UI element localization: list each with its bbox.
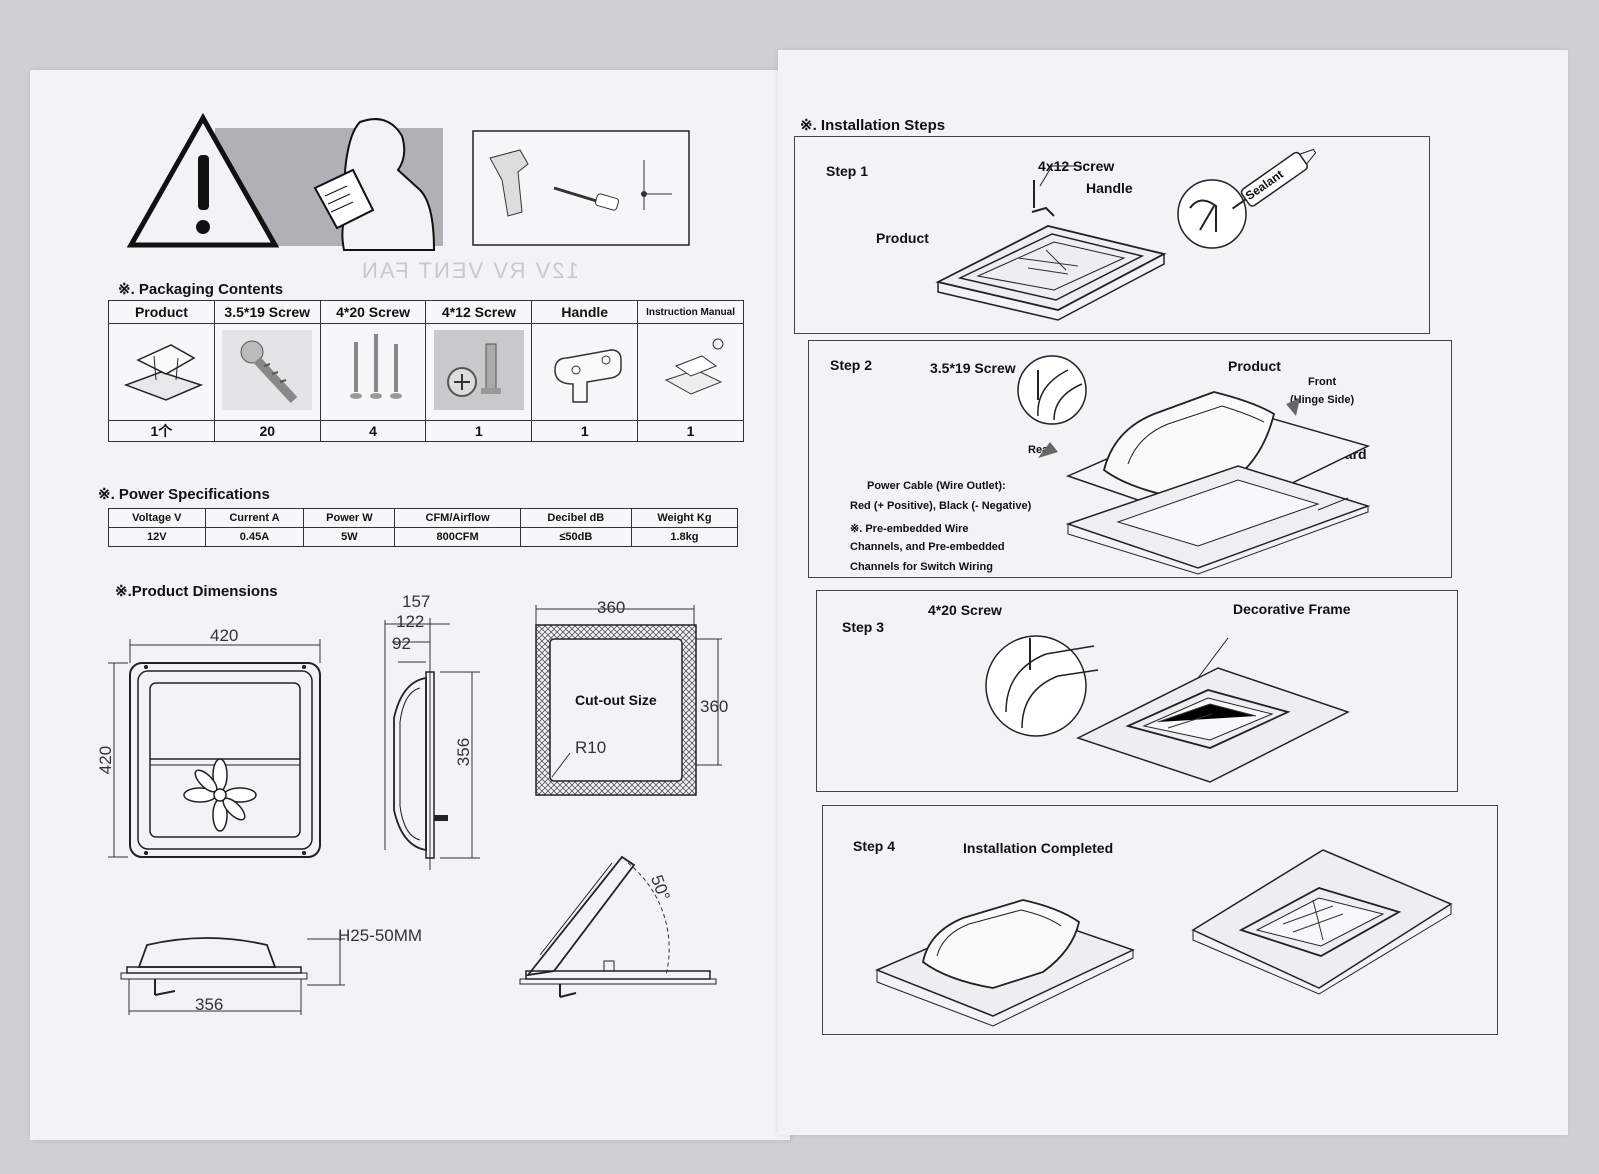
pk-img-screw-420 [319,323,427,421]
pk-header-screw-412: 4*12 Screw [425,300,533,324]
step1-handle-label: Handle [1086,180,1133,196]
pk-qty-screw-420: 4 [319,420,427,442]
bottom-profile-drawing [120,937,345,1015]
step1-panel [794,136,1430,334]
pk-img-product [108,323,215,421]
pw-value-power: 5W [303,527,396,547]
step3-panel [816,590,1458,792]
step2-hinge-label: (Hinge Side) [1290,394,1355,406]
pw-value-airflow: 800CFM [394,527,521,547]
pk-qty-product: 1个 [108,420,215,442]
pw-value-decibel: ≤50dB [519,527,632,547]
power-table: Voltage V Current A Power W CFM/Airflow … [108,508,739,547]
step2-cable-line2: Red (+ Positive), Black (- Negative) [850,500,1032,512]
step3-frame-label: Decorative Frame [1233,601,1351,617]
side-view-drawing [384,618,480,870]
pw-header-power: Power W [303,508,396,528]
cutout-label: Cut-out Size [575,692,657,708]
step3-label: Step 3 [842,619,885,635]
install-title: ※. Installation Steps [800,117,946,134]
step2-pre-line2: Channels, and Pre-embedded [850,541,1005,553]
step2-drawing [1017,355,1371,575]
dim-side-122: 122 [396,612,425,631]
step1-label: Step 1 [826,163,869,179]
pk-img-manual [637,323,744,421]
dim-side-356: 356 [454,737,474,767]
pk-qty-manual: 1 [637,420,744,442]
pk-img-screw-412 [425,323,533,421]
pw-header-weight: Weight Kg [630,508,739,528]
pw-header-decibel: Decibel dB [519,508,632,528]
pw-value-voltage: 12V [108,527,206,547]
step4-panel [822,805,1498,1035]
pk-img-handle [531,323,639,421]
step2-front-label: Front [1308,376,1337,388]
dim-front-width: 420 [210,626,239,645]
dim-side-157: 157 [402,592,431,611]
pw-value-weight: 1.8kg [630,527,739,547]
step2-product-label: Product [1228,358,1281,374]
pk-header-screw-3519: 3.5*19 Screw [213,300,321,324]
warning-illustration [126,112,443,251]
packaging-table: Product 3.5*19 Screw 4*20 Screw 4*12 Scr… [108,300,744,442]
step2-pre-line1: ※. Pre-embedded Wire [850,523,969,535]
packaging-title: ※. Packaging Contents [118,281,284,298]
dim-cutout-width: 360 [597,598,626,617]
dim-side-92: 92 [392,634,411,653]
pk-header-handle: Handle [531,300,639,324]
step4-drawing [875,849,1453,1027]
right-page: ※. Installation Steps Step 1 4x12 Screw … [778,50,1568,1135]
pw-header-airflow: CFM/Airflow [394,508,521,528]
pk-img-screw-3519 [213,323,321,421]
open-angle-drawing [519,855,717,998]
dim-bottom-height: H25-50MM [338,926,423,945]
step2-cable-line1: Power Cable (Wire Outlet): [867,480,1006,492]
dimensions-title: ※.Product Dimensions [115,583,278,600]
cutout-drawing [535,605,722,796]
step2-label: Step 2 [830,357,873,373]
step4-completed-label: Installation Completed [963,840,1114,856]
step1-product-label: Product [876,230,929,246]
pk-qty-screw-412: 1 [425,420,533,442]
pk-header-product: Product [108,300,215,324]
pw-value-current: 0.45A [204,527,305,547]
dim-bottom-width: 356 [195,995,224,1014]
front-view-drawing [108,639,321,858]
dim-cutout-height: 360 [700,697,729,716]
dim-front-height: 420 [96,745,116,775]
step2-screw-label: 3.5*19 Screw [930,360,1016,376]
watermark: 12V RV VENT FAN [360,258,579,283]
pk-qty-handle: 1 [531,420,639,442]
step4-label: Step 4 [853,838,896,854]
step2-pre-line3: Channels for Switch Wiring [850,561,993,573]
pk-header-manual: Instruction Manual [637,300,744,324]
dim-cutout-radius: R10 [575,738,607,757]
step2-panel [808,340,1452,578]
pw-header-voltage: Voltage V [108,508,206,528]
pw-header-current: Current A [204,508,305,528]
power-title: ※. Power Specifications [98,486,270,503]
pk-qty-screw-3519: 20 [213,420,321,442]
step3-drawing [985,635,1350,783]
left-page: 12V RV VENT FAN ※. Packaging Contents Pr… [30,70,790,1140]
tools-illustration [472,130,690,246]
step1-drawing [935,148,1317,321]
pk-header-screw-420: 4*20 Screw [319,300,427,324]
step3-screw-label: 4*20 Screw [928,602,1002,618]
